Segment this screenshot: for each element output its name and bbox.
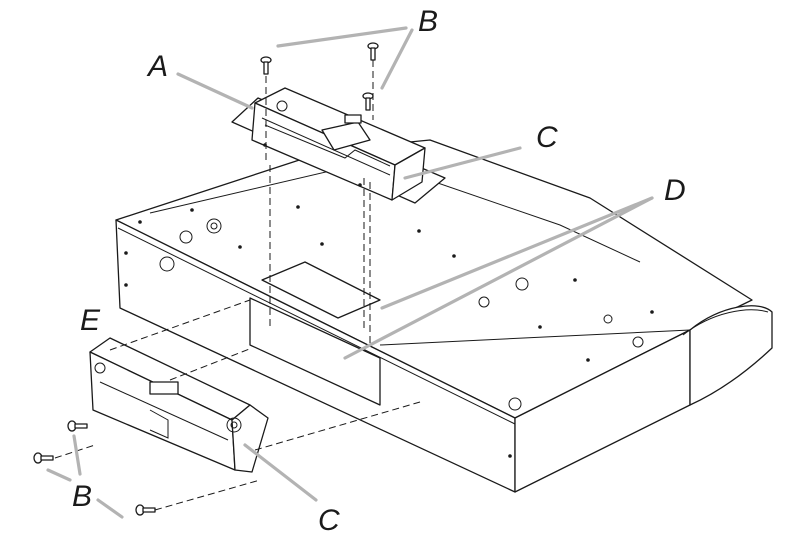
label-C-bottom: C — [318, 504, 340, 537]
label-B-top: B — [418, 5, 438, 38]
hood-curved-end — [689, 305, 773, 406]
duct-connector-box-end — [391, 147, 426, 201]
range-hood-body — [115, 139, 773, 493]
leader-C-top — [403, 146, 522, 180]
screw-bottom-2 — [67, 420, 88, 432]
screw-top-1 — [260, 56, 272, 75]
label-B-bottom: B — [72, 480, 92, 513]
screw-bottom-1 — [33, 452, 54, 464]
label-E: E — [80, 304, 101, 337]
alignment-lines-bottom — [54, 299, 421, 511]
screws-bottom — [33, 420, 156, 516]
leader-B-bottom-2 — [46, 468, 72, 482]
leader-B-bottom-1 — [72, 434, 82, 476]
top-duct-opening — [261, 261, 381, 319]
screw-top-2 — [367, 42, 379, 61]
screw-bottom-3 — [135, 504, 156, 516]
leader-lines — [46, 26, 654, 519]
screw-top-3 — [362, 92, 374, 111]
connector-box-end — [231, 404, 269, 473]
leader-D-1 — [380, 196, 654, 310]
leader-A — [176, 72, 254, 110]
duct-connector-top — [231, 87, 446, 204]
leader-D-2 — [343, 196, 654, 360]
leader-C-bottom — [243, 443, 318, 502]
front-wire-opening — [249, 297, 381, 406]
leader-B-bottom-3 — [96, 498, 124, 519]
label-A: A — [146, 50, 168, 83]
leader-B-top-2 — [380, 28, 414, 90]
label-D: D — [664, 174, 686, 207]
label-C-top: C — [536, 121, 558, 154]
leader-B-top-1 — [276, 26, 408, 48]
electrical-connector-box — [89, 337, 269, 473]
alignment-lines-top — [265, 60, 374, 345]
